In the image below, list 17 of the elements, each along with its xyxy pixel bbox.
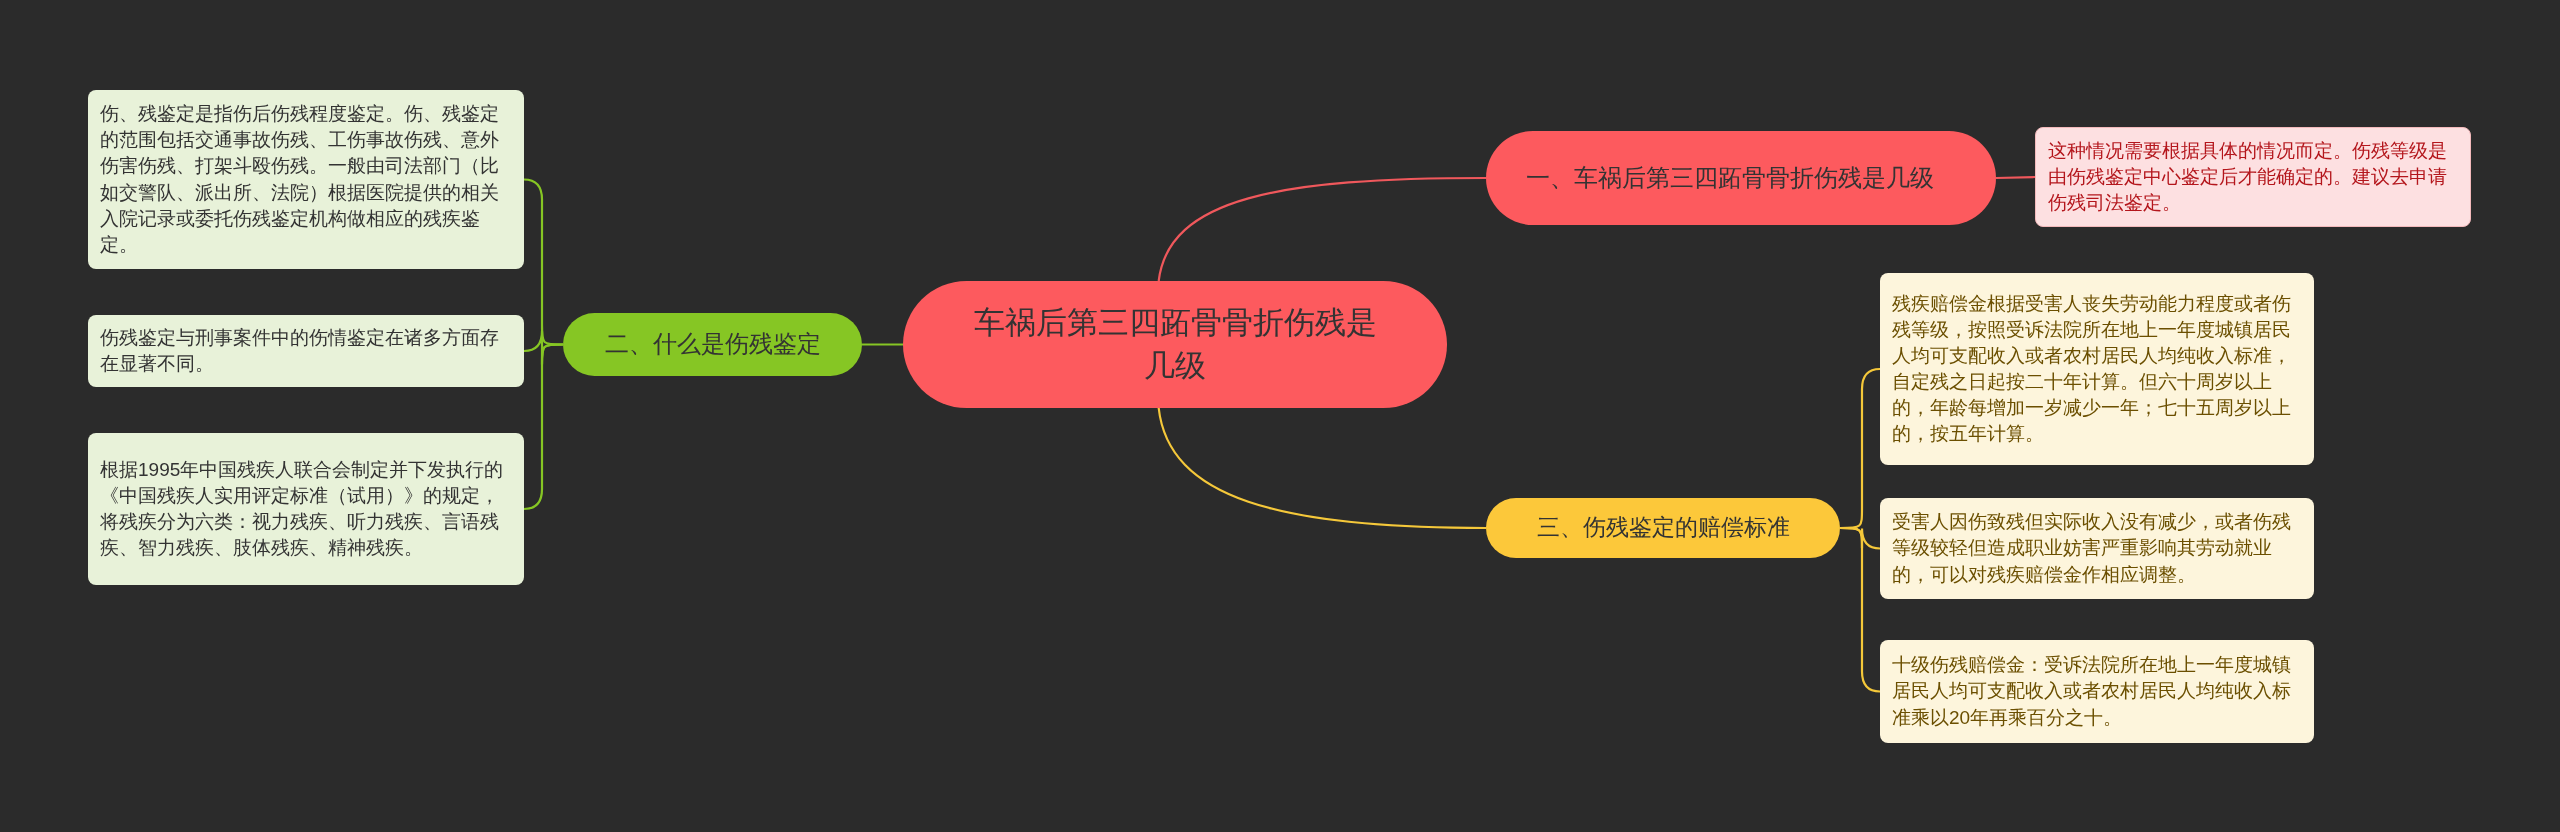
leaf-note: 伤残鉴定与刑事案件中的伤情鉴定在诸多方面存在显著不同。 bbox=[88, 315, 524, 387]
connector-line bbox=[1157, 407, 1486, 530]
leaf-note: 伤、残鉴定是指伤后伤残程度鉴定。伤、残鉴定的范围包括交通事故伤残、工伤事故伤残、意外伤害伤残、打架斗殴伤残。一般由司法部门（比如交警队、派出所、法院）根据医院提供的相关入院记录或委托伤残鉴定机构做相应的残疾鉴定。 bbox=[88, 90, 524, 269]
connector-line bbox=[862, 343, 903, 346]
leaf-note: 十级伤残赔偿金：受诉法院所在地上一年度城镇居民人均可支配收入或者农村居民人均纯收入标准乘以20年再乘百分之十。 bbox=[1880, 640, 2314, 743]
branch-topic: 一、车祸后第三四跖骨骨折伤残是几级 bbox=[1486, 131, 1996, 225]
connector-line bbox=[523, 343, 563, 511]
leaf-note: 这种情况需要根据具体的情况而定。伤残等级是由伤残鉴定中心鉴定后才能确定的。建议去申请伤残司法鉴定。 bbox=[2035, 127, 2471, 227]
branch-topic: 三、伤残鉴定的赔偿标准 bbox=[1486, 498, 1840, 558]
connector-line bbox=[1840, 526, 1881, 693]
leaf-note: 根据1995年中国残疾人联合会制定并下发执行的《中国残疾人实用评定标准（试用）》的规定，将残疾分为六类：视力残疾、听力残疾、言语残疾、智力残疾、肢体残疾、精神残疾。 bbox=[88, 433, 524, 585]
leaf-note: 受害人因伤致残但实际收入没有减少，或者伤残等级较轻但造成职业妨害严重影响其劳动就业的，可以对残疾赔偿金作相应调整。 bbox=[1880, 498, 2314, 599]
leaf-note: 残疾赔偿金根据受害人丧失劳动能力程度或者伤残等级，按照受诉法院所在地上一年度城镇居民人均可支配收入或者农村居民人均纯收入标准，自定残之日起按二十年计算。但六十周岁以上的，年龄每增加一岁减少一年；七十五周岁以上的，按五年计算。 bbox=[1880, 273, 2314, 465]
central-topic: 车祸后第三四跖骨骨折伤残是几级 bbox=[903, 281, 1447, 408]
branch-topic: 二、什么是伤残鉴定 bbox=[563, 313, 862, 376]
connector-line bbox=[1157, 176, 1486, 282]
connector-line bbox=[1995, 175, 2036, 180]
